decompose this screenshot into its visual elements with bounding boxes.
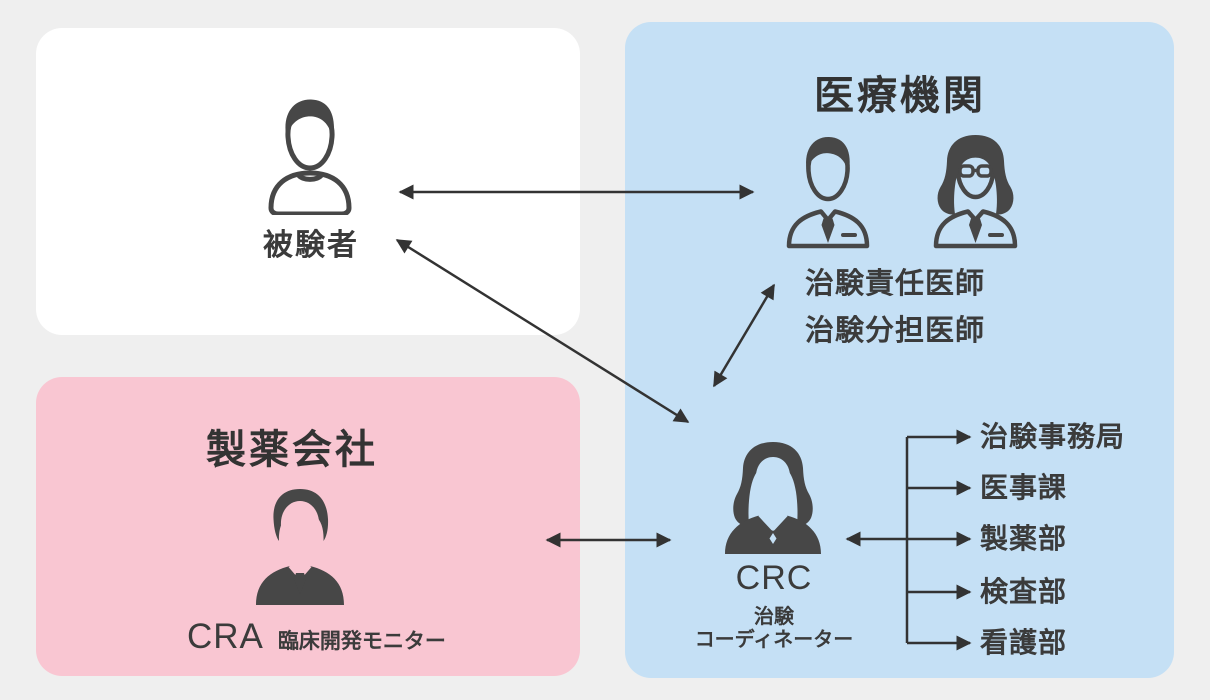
department-label-medical-affairs: 医事課 [980,472,1068,503]
pharma-title: 製薬会社 [206,428,378,472]
department-label-laboratory: 検査部 [980,576,1068,607]
department-label-trial-office: 治験事務局 [980,421,1126,452]
doctor-labels: 治験責任医師 治験分担医師 [805,261,985,355]
subject-label: 被験者 [263,229,359,262]
cra-role-label: 臨床開発モニター [277,630,446,653]
cra-abbr-label: CRA [187,617,264,656]
sub-investigator-label: 治験分担医師 [805,315,986,347]
department-label-pharmacy: 製薬部 [980,523,1068,554]
female-coordinator-icon [725,442,821,554]
department-label-nursing: 看護部 [980,627,1068,658]
crc-abbr-label: CRC [735,559,813,597]
male-doctor-icon [786,136,870,249]
hospital-title: 医療機関 [814,74,986,118]
principal-investigator-label: 治験責任医師 [805,268,986,300]
female-doctor-icon [933,135,1018,249]
glasses-icon [958,164,993,178]
crc-role-line1: 治験 [754,606,794,628]
cra-label-row: CRA 臨床開発モニター [187,617,446,657]
crc-role-line2: コーディネーター [694,629,854,651]
business-person-icon [256,489,344,605]
person-outline-icon [268,99,352,215]
